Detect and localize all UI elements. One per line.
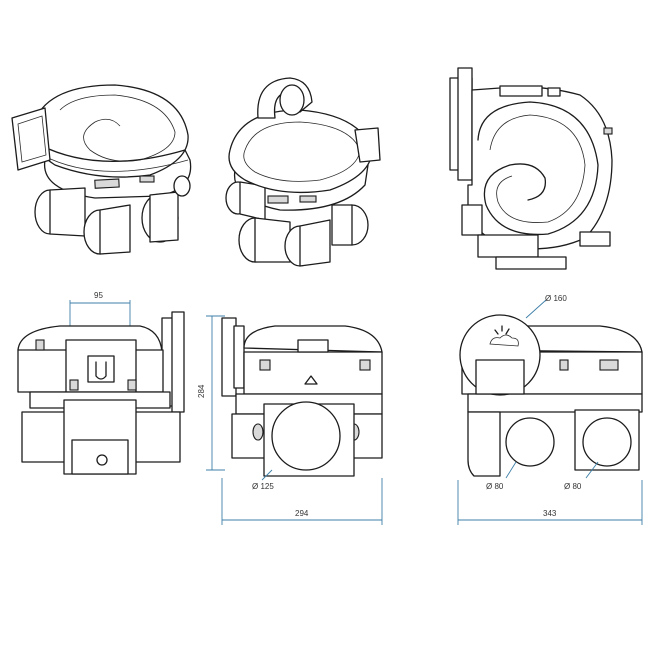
back-view xyxy=(457,299,643,525)
iso-view-left xyxy=(11,84,192,255)
dim-95: 95 xyxy=(94,291,103,300)
dim-284: 284 xyxy=(197,384,206,398)
dim-343: 343 xyxy=(543,509,557,518)
dim-dia-80-left: Ø 80 xyxy=(486,482,504,491)
front-view xyxy=(17,300,185,475)
dim-dia-80-right: Ø 80 xyxy=(564,482,582,491)
dim-294: 294 xyxy=(295,509,309,518)
side-view xyxy=(206,315,383,525)
top-view xyxy=(449,67,613,270)
dim-dia-125: Ø 125 xyxy=(252,482,274,491)
dim-dia-160: Ø 160 xyxy=(545,294,567,303)
iso-view-middle xyxy=(225,77,381,267)
